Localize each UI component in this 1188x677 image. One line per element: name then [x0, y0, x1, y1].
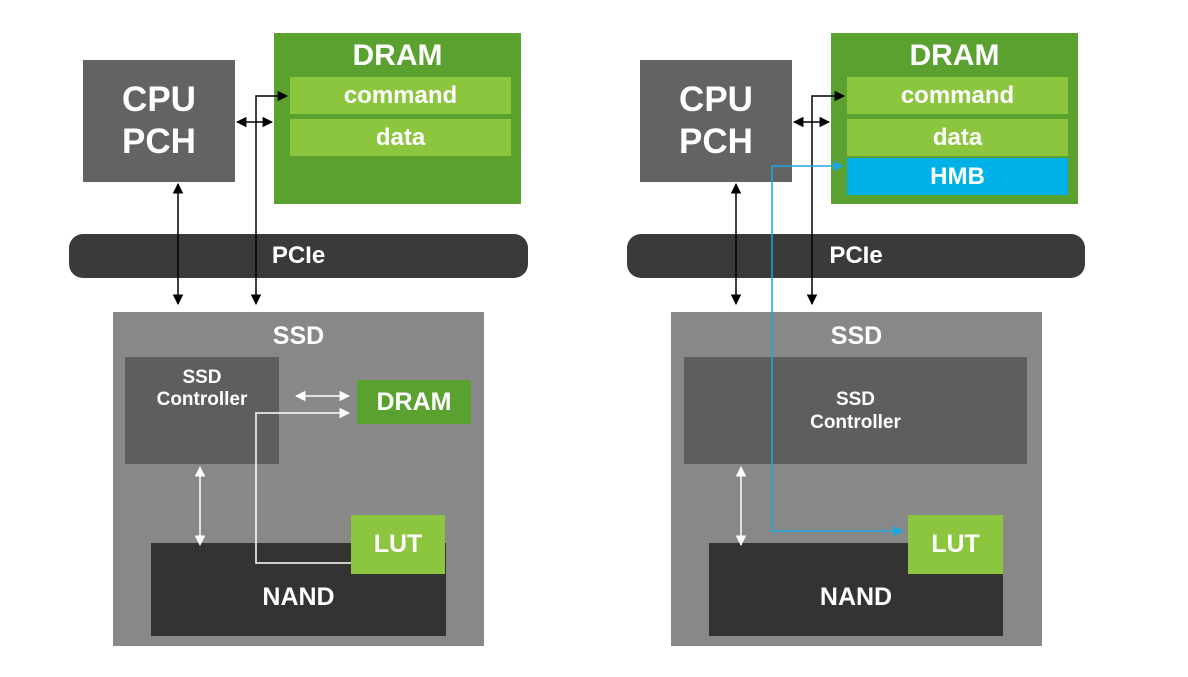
left-data-row: data [290, 119, 511, 156]
right-cpu-pch-block: CPU PCH [640, 60, 792, 182]
right-ssd-controller-line2: Controller [810, 411, 901, 433]
right-lut-label: LUT [931, 530, 980, 558]
left-host-dram-title: DRAM [352, 39, 443, 72]
left-command-row: command [290, 77, 511, 114]
left-command-label: command [343, 81, 458, 109]
right-cpu-label: CPU [679, 80, 753, 119]
right-pch-label: PCH [679, 122, 753, 161]
left-nand-label: NAND [262, 583, 335, 611]
right-command-label: command [900, 81, 1015, 109]
right-ssd-controller-line1: SSD [835, 388, 876, 410]
right-command-row: command [847, 77, 1068, 114]
right-hmb-label: HMB [930, 162, 985, 190]
left-ssd-dram: DRAM [357, 380, 471, 424]
left-ssd-controller-line2: Controller [156, 389, 248, 410]
right-host-dram-block: DRAM command data HMB [831, 33, 1078, 204]
right-nand-label: NAND [819, 583, 893, 611]
left-host-dram-block: DRAM command data [274, 33, 521, 204]
left-cpu-pch-block: CPU PCH [83, 60, 235, 182]
left-ssd-title: SSD [272, 322, 325, 350]
right-host-dram-title: DRAM [909, 39, 1000, 72]
left-data-label: data [375, 123, 426, 151]
left-lut: LUT [351, 515, 445, 574]
left-ssd-dram-label: DRAM [376, 387, 452, 416]
right-pcie-bus: PCIe [627, 234, 1085, 278]
left-cpu-label: CPU [122, 80, 196, 119]
right-data-label: data [932, 123, 983, 151]
right-ssd-controller: SSD Controller [684, 357, 1027, 464]
left-pcie-bus: PCIe [69, 234, 528, 278]
right-hmb-row: HMB [847, 158, 1068, 195]
left-ssd-controller-line1: SSD [182, 367, 222, 388]
left-ssd-controller: SSD Controller [125, 357, 279, 464]
right-lut: LUT [908, 515, 1003, 574]
right-ssd-title: SSD [830, 322, 883, 350]
right-pcie-label: PCIe [829, 242, 883, 269]
left-pch-label: PCH [122, 122, 196, 161]
right-data-row: data [847, 119, 1068, 156]
left-lut-label: LUT [373, 530, 423, 558]
left-pcie-label: PCIe [271, 242, 326, 269]
